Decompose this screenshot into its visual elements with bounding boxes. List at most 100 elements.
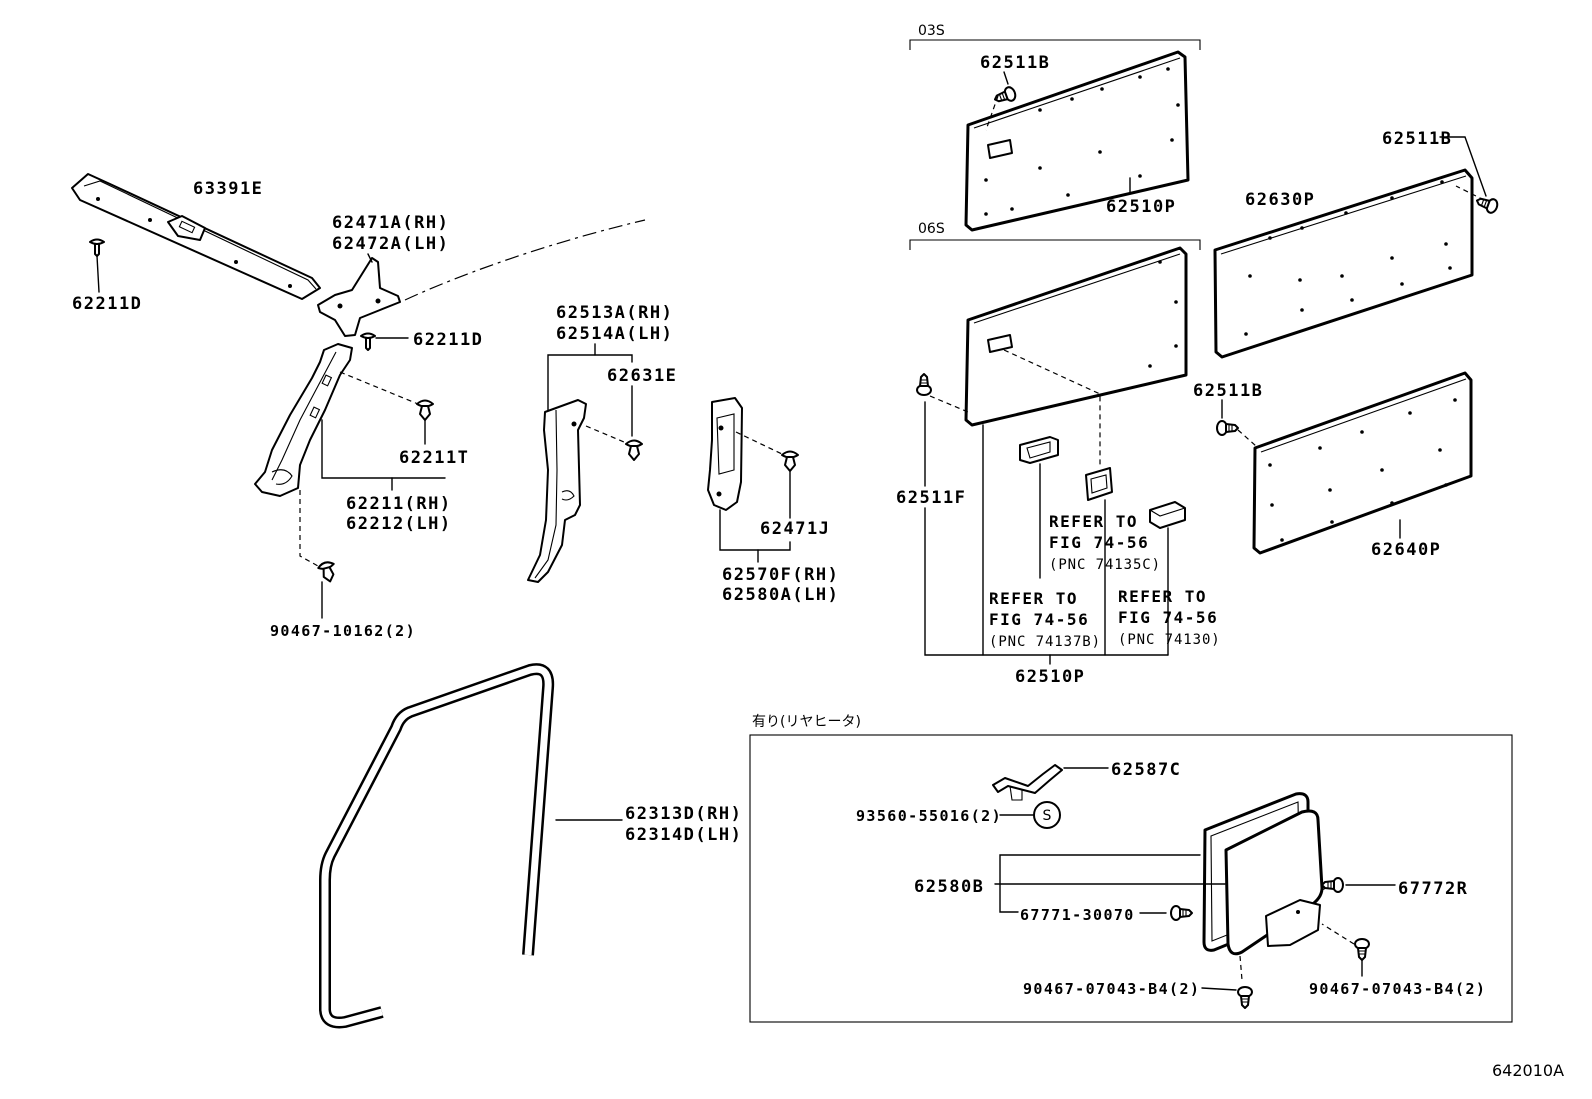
label-62511b-top: 62511B xyxy=(980,53,1050,73)
label-62580b: 62580B xyxy=(914,877,984,897)
bracket-62211 xyxy=(321,419,446,479)
reference-note-74130: REFER TO FIG 74-56 (PNC 74130) xyxy=(1118,587,1221,648)
s-mark-label: S xyxy=(1043,808,1052,824)
reference-line3: (PNC 74130) xyxy=(1118,632,1221,648)
pillar-corner-trim-62471a xyxy=(317,257,401,337)
label-90467-07043-left: 90467-07043-B4(2) xyxy=(1023,980,1200,998)
door-trim-panel-06s-62510p xyxy=(964,246,1188,427)
label-62631e: 62631E xyxy=(607,366,677,386)
clip-62511f xyxy=(916,373,932,396)
bracket-62513a xyxy=(547,354,633,411)
leader-90467-07043-left xyxy=(1201,987,1237,991)
clip-62511b-top xyxy=(991,84,1019,108)
reference-line1: REFER TO xyxy=(1118,587,1207,606)
dash-90467-10162 xyxy=(299,490,319,567)
label-62471a-rh: 62471A(RH) xyxy=(332,213,449,233)
label-62514a-lh: 62514A(LH) xyxy=(556,324,673,344)
inside-handle-74135c xyxy=(1019,436,1059,464)
label-62510p-bottom: 62510P xyxy=(1015,667,1085,687)
clip-62511b-mid xyxy=(1216,420,1239,436)
label-67772r: 67772R xyxy=(1398,879,1468,899)
trim-panel-62630p xyxy=(1213,168,1474,359)
rear-heater-option-frame xyxy=(749,734,1513,1023)
label-62314d-lh: 62314D(LH) xyxy=(625,825,742,845)
center-pillar-trim-62513a xyxy=(527,399,587,583)
assist-grip-62570f xyxy=(707,397,743,511)
door-trim-panel-03s-62510p xyxy=(964,50,1190,232)
screw-90467-07043-right xyxy=(1354,938,1370,961)
label-62511b-mid: 62511B xyxy=(1193,381,1263,401)
label-62570f-rh: 62570F(RH) xyxy=(722,565,839,585)
reference-line3: (PNC 74137B) xyxy=(989,634,1101,650)
handle-escutcheon xyxy=(1085,467,1113,501)
label-62211d-left: 62211D xyxy=(72,294,142,314)
label-62630p: 62630P xyxy=(1245,190,1315,210)
bracket-62570f xyxy=(719,509,791,551)
reference-line3: (PNC 74135C) xyxy=(1049,557,1161,573)
front-pillar-trim-62211 xyxy=(254,343,353,497)
reference-line2: FIG 74-56 xyxy=(1049,533,1149,552)
dash-62211t xyxy=(339,371,419,405)
leader-62511b-right xyxy=(1439,136,1487,197)
leader-62211d-left xyxy=(96,255,100,293)
reference-line2: FIG 74-56 xyxy=(989,610,1089,629)
label-90467-07043-right: 90467-07043-B4(2) xyxy=(1309,980,1486,998)
clip-62211d-left xyxy=(89,238,105,257)
label-62472a-lh: 62472A(LH) xyxy=(332,234,449,254)
dash-62631e xyxy=(585,425,625,443)
clip-62211t xyxy=(416,399,434,421)
screw-67771-30070 xyxy=(1170,905,1193,921)
dash-dot-reference-line xyxy=(404,219,646,301)
reference-note-74137b: REFER TO FIG 74-56 (PNC 74137B) xyxy=(989,589,1101,650)
dash-90467-07043-right xyxy=(1321,923,1355,945)
label-62471j: 62471J xyxy=(760,519,830,539)
section-03s-label: 03S xyxy=(918,23,945,39)
rear-heater-option-label: 有り(リヤヒータ) xyxy=(752,714,861,730)
bracket-03s xyxy=(909,39,1201,50)
label-62211-rh: 62211(RH) xyxy=(346,494,452,514)
clip-62471j xyxy=(781,450,799,472)
label-62211t: 62211T xyxy=(399,448,469,468)
dash-handle-to-escutcheon xyxy=(1003,349,1101,466)
reference-line1: REFER TO xyxy=(989,589,1078,608)
leader-62471a xyxy=(367,253,373,263)
label-62511b-right: 62511B xyxy=(1382,129,1452,149)
bracket-06s xyxy=(909,239,1201,250)
dash-67772r xyxy=(1317,887,1327,893)
roof-side-trim-63391e xyxy=(71,173,321,300)
label-62511f: 62511F xyxy=(896,488,966,508)
leader-62511b-top xyxy=(1003,71,1009,85)
trim-panel-62640p xyxy=(1252,371,1473,555)
door-weatherstrip-62313d xyxy=(319,663,555,1029)
label-62313d-rh: 62313D(RH) xyxy=(625,804,742,824)
section-06s-label: 06S xyxy=(918,221,945,237)
screw-s-mark-circle xyxy=(1033,801,1061,829)
label-62510p-top: 62510P xyxy=(1106,197,1176,217)
label-67771-30070: 67771-30070 xyxy=(1020,906,1135,924)
dash-90467-07043-left xyxy=(1239,955,1243,981)
bracket-62587c xyxy=(992,764,1063,801)
clip-62511b-right xyxy=(1473,192,1501,216)
label-62640p: 62640P xyxy=(1371,540,1441,560)
clip-62211d-mid xyxy=(360,332,376,351)
screw-90467-07043-left xyxy=(1237,986,1253,1009)
label-62212-lh: 62212(LH) xyxy=(346,514,452,534)
rear-heater-cover-62580b xyxy=(1202,792,1324,956)
label-93560-55016: 93560-55016(2) xyxy=(856,807,1002,825)
figure-code: 642010A xyxy=(1492,1061,1564,1080)
reference-note-74135c: REFER TO FIG 74-56 (PNC 74135C) xyxy=(1049,512,1161,573)
dash-62471j xyxy=(735,431,783,455)
label-63391e: 63391E xyxy=(193,179,263,199)
small-cover-74130 xyxy=(1149,501,1186,529)
bracket-62510p-bottom xyxy=(924,507,1169,656)
clip-90467-10162 xyxy=(316,559,339,585)
label-62580a-lh: 62580A(LH) xyxy=(722,585,839,605)
clip-62631e xyxy=(625,439,643,461)
label-90467-10162: 90467-10162(2) xyxy=(270,622,416,640)
label-62587c: 62587C xyxy=(1111,760,1181,780)
dash-62511b-top xyxy=(985,95,999,131)
reference-line1: REFER TO xyxy=(1049,512,1138,531)
dash-62511b-mid xyxy=(1237,429,1257,447)
reference-line2: FIG 74-56 xyxy=(1118,608,1218,627)
